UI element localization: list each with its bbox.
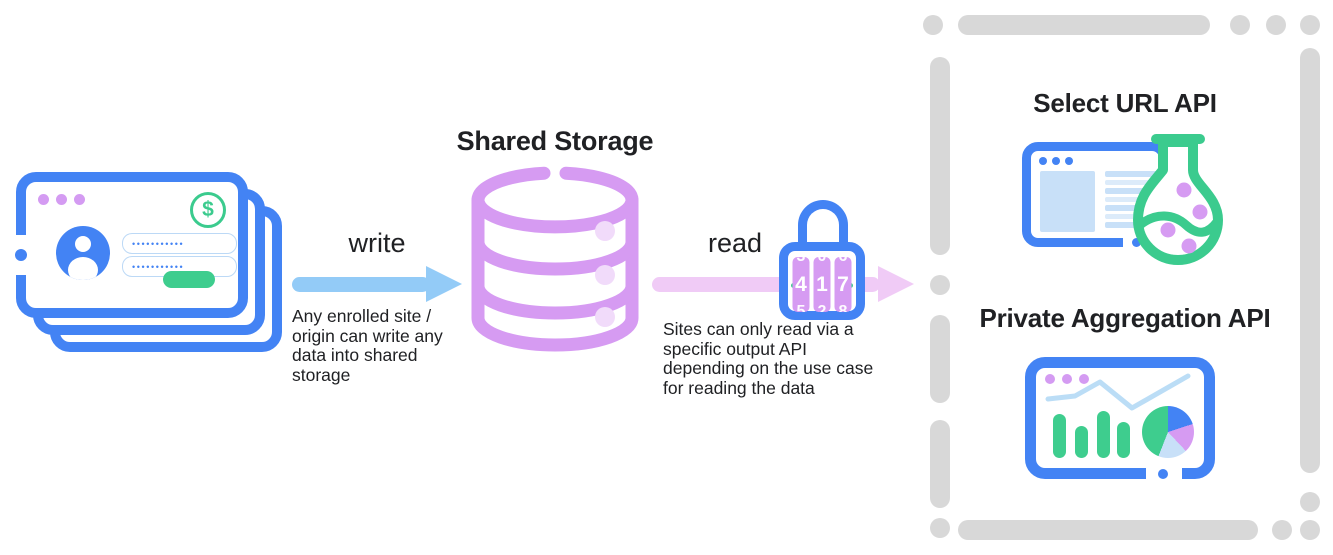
window-dot-icon <box>74 194 85 205</box>
dash-dot <box>1266 15 1286 35</box>
lock-dial: 3 4 5 <box>792 257 810 312</box>
dash-dot <box>1300 520 1320 540</box>
lock-dial: 0 1 2 <box>813 257 831 312</box>
bar-line-chart-icon <box>1045 373 1191 458</box>
dash-dot <box>930 518 950 538</box>
window-dot-icon <box>56 194 67 205</box>
dash-dot <box>1272 520 1292 540</box>
dashboard-icon <box>1025 357 1215 479</box>
dash-bar <box>958 15 1210 35</box>
combination-lock-icon: 3 4 5 0 1 2 6 7 8 <box>779 200 867 322</box>
dash-dot <box>1300 492 1320 512</box>
content-block <box>1040 171 1095 232</box>
card-border-notch-dot <box>15 249 27 261</box>
database-icon <box>471 166 639 352</box>
user-avatar-icon <box>56 226 110 280</box>
lock-body: 3 4 5 0 1 2 6 7 8 <box>779 242 865 320</box>
dash-bar <box>1300 48 1320 473</box>
shared-storage-title: Shared Storage <box>456 126 654 156</box>
lock-shackle <box>798 200 848 252</box>
border-gap-dot <box>1132 238 1141 247</box>
window-control-dots <box>38 194 85 205</box>
window-control-dots <box>1039 157 1073 165</box>
dash-dot <box>1300 15 1320 35</box>
private-aggregation-api-title: Private Aggregation API <box>979 303 1271 333</box>
dollar-icon: $ <box>190 192 226 228</box>
lock-dials: 3 4 5 0 1 2 6 7 8 <box>792 257 852 312</box>
write-arrow-icon <box>292 266 462 302</box>
dash-bar <box>958 520 1258 540</box>
write-label: write <box>348 228 406 258</box>
dash-bar <box>930 57 950 255</box>
submit-button <box>163 271 215 288</box>
border-gap-dot <box>1158 468 1168 479</box>
lock-dial: 6 7 8 <box>834 257 852 312</box>
password-field: ••••••••••• <box>122 233 237 254</box>
flask-icon <box>1133 134 1223 265</box>
window-dot-icon <box>38 194 49 205</box>
window-control-dots <box>1045 374 1089 384</box>
content-lines <box>1105 171 1157 228</box>
dash-dot <box>930 275 950 295</box>
dash-bar <box>930 315 950 403</box>
pie-chart-icon <box>1142 406 1194 458</box>
read-caption: Sites can only read via a specific outpu… <box>663 319 874 398</box>
dash-dot <box>1230 15 1250 35</box>
dash-bar <box>930 420 950 508</box>
write-caption: Any enrolled site / origin can write any… <box>292 306 443 385</box>
read-label: read <box>707 228 763 258</box>
select-url-api-title: Select URL API <box>1033 88 1217 118</box>
browser-card-front: $ ••••••••••• ••••••••••• <box>15 172 248 318</box>
dash-dot <box>923 15 943 35</box>
